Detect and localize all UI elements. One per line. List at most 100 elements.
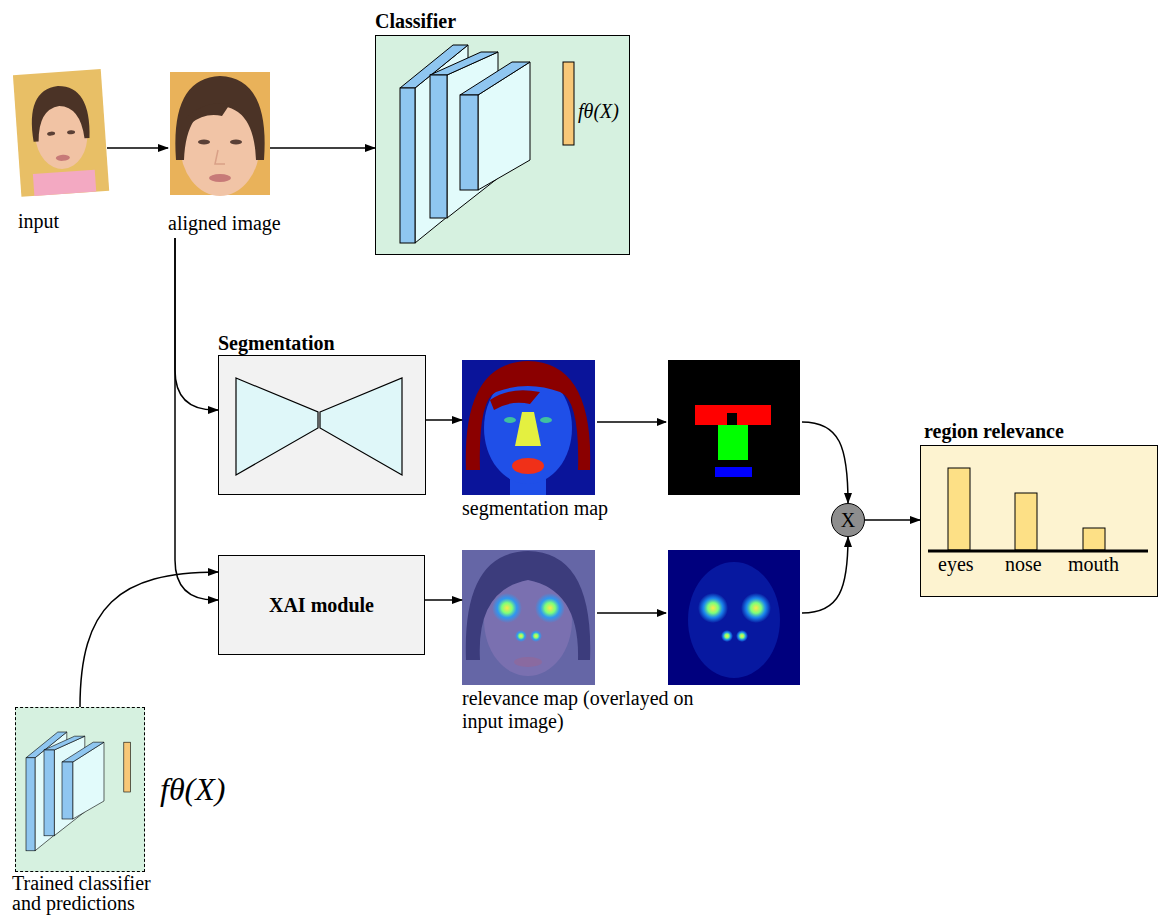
box-title: Segmentation xyxy=(218,332,335,355)
input-photo xyxy=(29,84,90,142)
bar-label: nose xyxy=(1005,553,1042,576)
segmentation-image xyxy=(462,360,595,495)
math-label: fθ(X) xyxy=(160,771,225,808)
arrow-connector xyxy=(802,537,848,613)
region-mask-image xyxy=(727,413,737,425)
cnn-icon xyxy=(430,52,498,75)
relevance-heatmap-image xyxy=(736,630,748,642)
cnn-icon xyxy=(447,52,498,218)
bar-chart xyxy=(928,550,1148,553)
aligned-photo xyxy=(209,174,231,182)
relevance-overlay-image xyxy=(514,657,542,667)
region-mask-image xyxy=(668,360,800,495)
box-title: Classifier xyxy=(375,10,456,33)
cnn-icon xyxy=(460,95,478,190)
encoder-decoder-icon xyxy=(320,378,402,475)
arrow-connector xyxy=(426,419,462,421)
bar-label: mouth xyxy=(1068,553,1119,576)
image-node: input xyxy=(10,68,110,233)
aligned-photo xyxy=(170,72,270,195)
aligned-photo xyxy=(170,72,270,196)
input-photo xyxy=(33,99,90,170)
arrow-connector xyxy=(107,147,168,149)
arrow-connector xyxy=(175,238,218,600)
box-caption: Trained classifier and predictions xyxy=(12,873,177,913)
relevance-overlay-image xyxy=(462,550,595,685)
segmentation-image xyxy=(462,360,595,495)
encoder-decoder-icon xyxy=(236,378,402,475)
relevance-overlay-image xyxy=(484,564,572,676)
arrow-connector xyxy=(270,147,375,149)
arrow-connector xyxy=(802,422,848,503)
segmentation-image xyxy=(510,470,546,495)
relevance-overlay-image xyxy=(462,550,595,685)
multiply-circle: X xyxy=(831,503,865,537)
aligned-photo xyxy=(198,140,210,145)
region-mask-image xyxy=(695,405,771,425)
image-node: relevance map (overlayed on input image) xyxy=(462,550,802,748)
input-photo xyxy=(67,130,75,135)
cnn-icon xyxy=(478,62,530,190)
segmentation-image xyxy=(490,390,540,410)
segmentation-image xyxy=(540,417,552,423)
image-node: aligned image xyxy=(165,68,345,235)
arrow-connector xyxy=(425,599,462,601)
cnn-icon xyxy=(400,45,574,243)
bar-chart xyxy=(1083,528,1105,550)
cnn-icon xyxy=(400,88,415,243)
aligned-photo xyxy=(186,103,230,124)
relevance-heatmap-image xyxy=(721,630,733,642)
classifier-box-outline xyxy=(375,35,630,255)
image-node: segmentation map xyxy=(462,360,802,520)
bar-label: eyes xyxy=(938,553,974,576)
arrow-connector xyxy=(80,572,218,707)
relevance-heatmap-image xyxy=(698,593,728,623)
model-box-outline xyxy=(15,707,145,872)
arrow-connector xyxy=(175,238,218,410)
relevance-overlay-image xyxy=(515,630,527,642)
image-caption: input xyxy=(18,210,59,233)
region-mask-image xyxy=(718,425,748,460)
cnn-icon xyxy=(563,62,574,145)
relevance-overlay-image xyxy=(492,593,522,623)
cnn-icon xyxy=(460,62,530,95)
arrow-connector xyxy=(865,519,920,521)
relevance-heatmap-image xyxy=(668,550,800,685)
box-title: region relevance xyxy=(924,420,1064,443)
cnn-icon xyxy=(26,732,130,851)
relevance-heatmap-image xyxy=(668,550,800,685)
model-box: fθ(X) Trained classifier and predictions xyxy=(10,703,280,915)
input-photo xyxy=(13,69,109,197)
aligned-photo xyxy=(230,140,242,145)
chart-box: region relevance eyes nose mouth xyxy=(920,420,1158,597)
box-label: XAI module xyxy=(269,594,374,617)
aligned-photo xyxy=(175,76,264,160)
input-photo xyxy=(47,131,55,136)
relevance-heatmap-image xyxy=(741,593,771,623)
input-photo xyxy=(13,69,109,197)
process-box: XAI module xyxy=(218,555,425,655)
bar-chart xyxy=(948,468,970,550)
segmentation-box: Segmentation xyxy=(218,332,426,497)
arrow-line xyxy=(597,421,666,423)
arrow-line xyxy=(597,612,666,614)
region-mask-image xyxy=(668,360,800,495)
classifier-box: Classifier fθ(X) xyxy=(375,10,632,257)
encoder-decoder-icon xyxy=(236,378,318,475)
relevance-heatmap-image xyxy=(688,562,780,678)
cnn-icon xyxy=(400,45,468,88)
aligned-photo xyxy=(215,150,225,164)
aligned-photo xyxy=(180,92,260,196)
operator-symbol: X xyxy=(841,509,855,532)
relevance-overlay-image xyxy=(535,593,565,623)
segmentation-image xyxy=(515,412,541,446)
segmentation-image xyxy=(512,458,544,474)
math-label: fθ(X) xyxy=(578,100,619,123)
cnn-icon xyxy=(430,75,447,218)
image-caption: aligned image xyxy=(168,212,281,235)
relevance-overlay-image xyxy=(466,551,590,660)
bar-chart xyxy=(928,468,1148,551)
cnn-icon xyxy=(415,45,468,243)
image-caption: segmentation map xyxy=(462,497,608,520)
